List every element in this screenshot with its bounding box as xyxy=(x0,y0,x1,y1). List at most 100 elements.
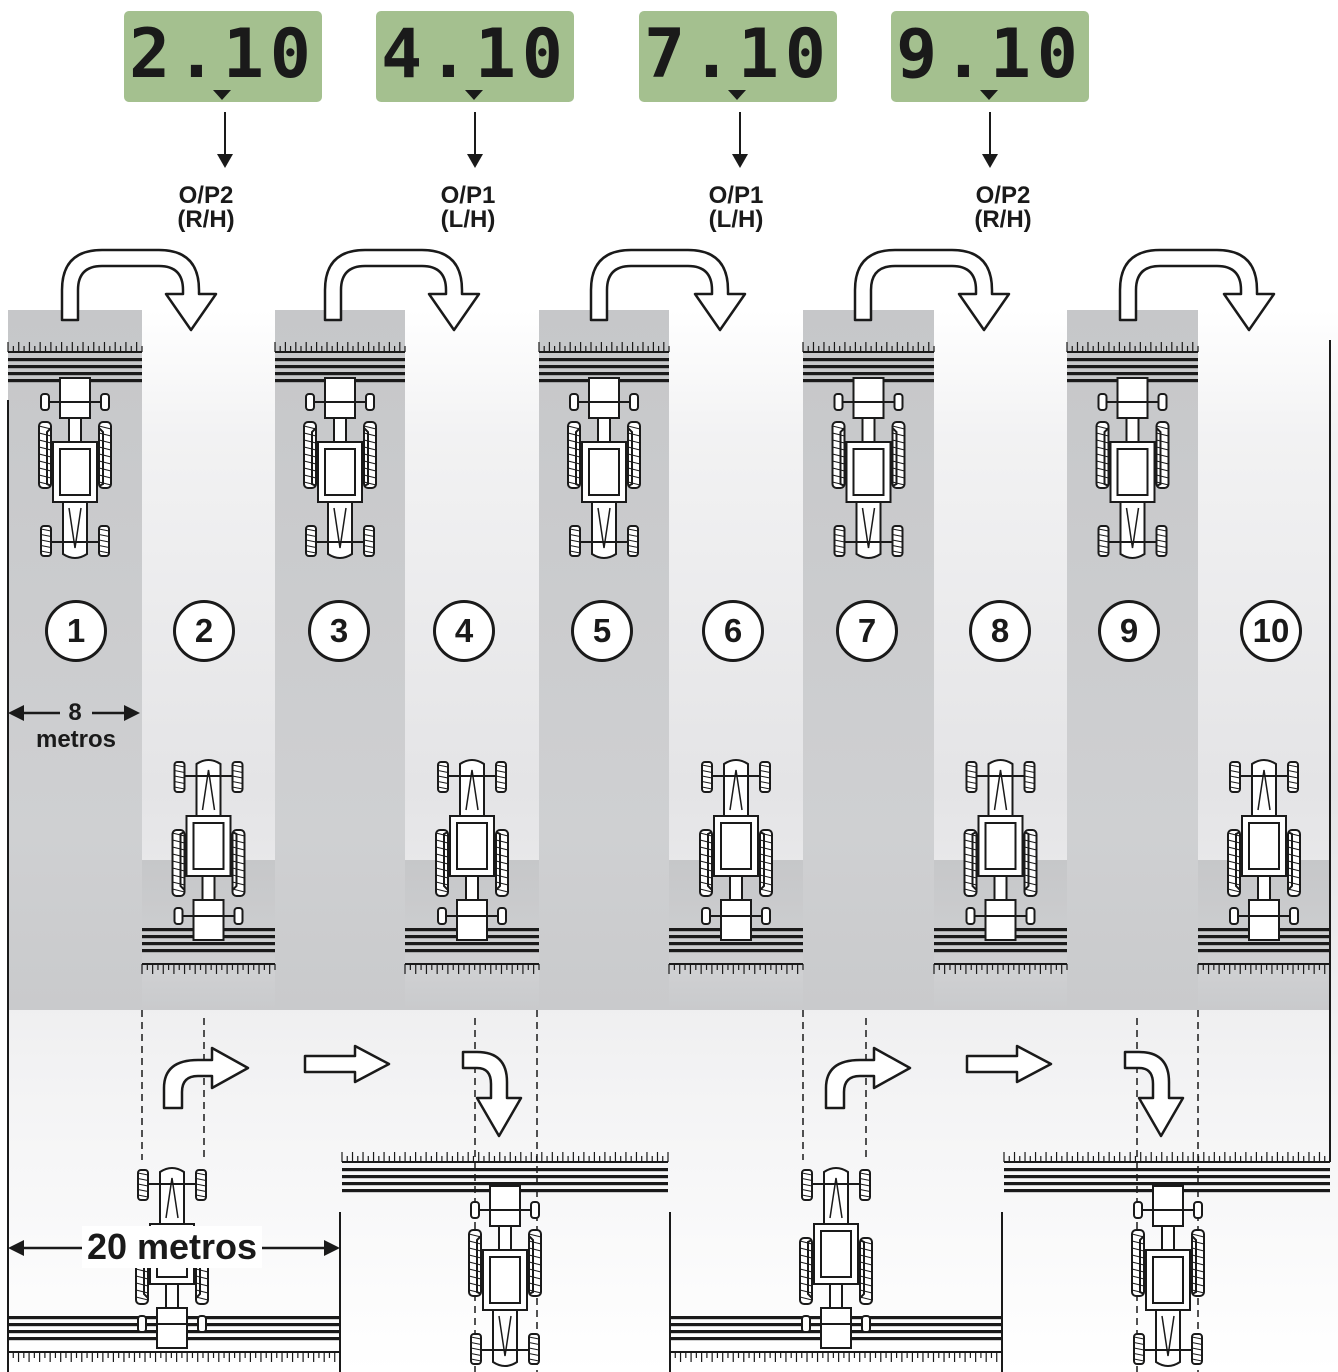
tyre-tread xyxy=(195,1282,209,1287)
tyre-tread xyxy=(859,1183,871,1187)
tyre-tread xyxy=(699,874,713,879)
tractor-small-wheel-left xyxy=(1097,393,1108,411)
tyre-tread xyxy=(232,786,243,790)
tyre-tread xyxy=(892,481,905,486)
tyre-tread xyxy=(435,846,449,851)
tyre-tread xyxy=(892,460,905,465)
u-turn-arrow-4 xyxy=(853,248,1011,332)
tyre-tread xyxy=(699,860,713,865)
tyre-tread xyxy=(98,453,112,458)
tractor-small-wheel-right xyxy=(100,393,110,411)
tyre-tread xyxy=(98,539,110,543)
tractor-fender-left xyxy=(759,831,765,891)
tyre-tread xyxy=(892,453,905,458)
tyre-tread xyxy=(1098,539,1109,543)
drill-bar xyxy=(275,372,405,376)
tyre-tread xyxy=(528,1353,540,1356)
wide-width-label: 20 metros xyxy=(82,1226,262,1268)
row-number-5: 5 xyxy=(571,600,633,662)
tyre-tread xyxy=(832,467,845,472)
tyre-tread xyxy=(528,1347,540,1351)
display-arrow-head xyxy=(982,154,998,168)
tractor-fender-left xyxy=(46,427,52,487)
tyre-tread xyxy=(232,853,245,858)
dimension-arrow-left xyxy=(8,1240,24,1256)
tyre-tread xyxy=(232,781,243,784)
drill-bar xyxy=(1004,1175,1330,1179)
tractor-hood xyxy=(723,759,749,817)
tyre-tread xyxy=(303,467,317,472)
tractor-cab-roof xyxy=(456,822,488,870)
tractor-neck xyxy=(498,1225,512,1251)
tyre-tread xyxy=(528,1268,542,1273)
tyre-tread xyxy=(1229,764,1241,768)
tyre-tread xyxy=(1227,867,1241,872)
tyre-tread xyxy=(699,832,713,837)
tyre-tread xyxy=(1156,439,1169,444)
tyre-tread xyxy=(172,867,185,872)
tyre-tread xyxy=(1133,1347,1145,1351)
tractor-neck xyxy=(165,1283,179,1309)
tyre-tread xyxy=(1191,1282,1205,1287)
drill-bar xyxy=(8,358,142,362)
turn-arrow-curve-down-2 xyxy=(1123,1050,1185,1138)
tractor-small-wheel-right xyxy=(1157,393,1168,411)
tractor-hood xyxy=(987,759,1014,817)
tyre-tread xyxy=(699,846,713,851)
tractor-fender-right xyxy=(807,1239,813,1299)
tyre-tread xyxy=(701,781,713,784)
tyre-tread xyxy=(964,853,977,858)
drill-tines xyxy=(1066,342,1199,352)
tyre-tread xyxy=(759,881,773,886)
tyre-tread xyxy=(1229,770,1241,773)
tyre-tread xyxy=(98,474,112,479)
row-number-4: 4 xyxy=(433,600,495,662)
tractor-fender-right xyxy=(1191,1235,1197,1295)
tyre-tread xyxy=(195,1275,209,1280)
tyre-tread xyxy=(1024,846,1037,851)
tyre-tread xyxy=(759,853,773,858)
tyre-tread xyxy=(172,874,185,879)
tyre-tread xyxy=(859,1254,873,1259)
tyre-tread xyxy=(528,1342,540,1345)
turn-arrow-curve-right-1 xyxy=(162,1046,250,1110)
tyre-tread xyxy=(137,1178,149,1181)
output-label-1: O/P2 (R/H) xyxy=(146,184,266,232)
tyre-tread xyxy=(1133,1353,1145,1356)
tyre-tread xyxy=(363,432,377,437)
tractor-neck xyxy=(68,417,82,443)
tractor-grille xyxy=(201,769,216,811)
tyre-tread xyxy=(303,432,317,437)
tyre-tread xyxy=(1096,432,1109,437)
tyre-tread xyxy=(528,1358,540,1362)
tyre-tread xyxy=(38,446,52,451)
tyre-tread xyxy=(1098,528,1109,532)
tyre-tread xyxy=(799,1282,813,1287)
tyre-tread xyxy=(964,874,977,879)
tyre-tread xyxy=(1191,1336,1203,1340)
tyre-tread xyxy=(135,1289,149,1294)
tractor-hood xyxy=(62,501,88,559)
tyre-tread xyxy=(1191,1358,1203,1362)
drill-bar xyxy=(934,949,1067,953)
tyre-tread xyxy=(567,425,581,430)
tractor-hitch xyxy=(820,1307,852,1349)
output-side: (L/H) xyxy=(440,206,496,233)
tyre-tread xyxy=(1229,786,1241,790)
tyre-tread xyxy=(859,1261,873,1266)
tractor-hood xyxy=(823,1167,849,1225)
drill-bar xyxy=(803,365,934,369)
lcd-display-4: 9.10 xyxy=(891,11,1089,102)
tractor-small-wheel-left xyxy=(1025,907,1036,925)
tyre-tread xyxy=(834,550,845,554)
tyre-tread xyxy=(174,786,185,790)
tyre-tread xyxy=(892,425,905,430)
tyre-tread xyxy=(1024,781,1035,784)
tractor-up-4 xyxy=(831,377,906,559)
drill-bar xyxy=(1067,372,1198,376)
tyre-tread xyxy=(1098,545,1109,548)
tyre-tread xyxy=(627,545,639,548)
lcd-value: 2.10 xyxy=(129,15,317,94)
tyre-tread xyxy=(832,439,845,444)
tyre-tread xyxy=(305,545,317,548)
